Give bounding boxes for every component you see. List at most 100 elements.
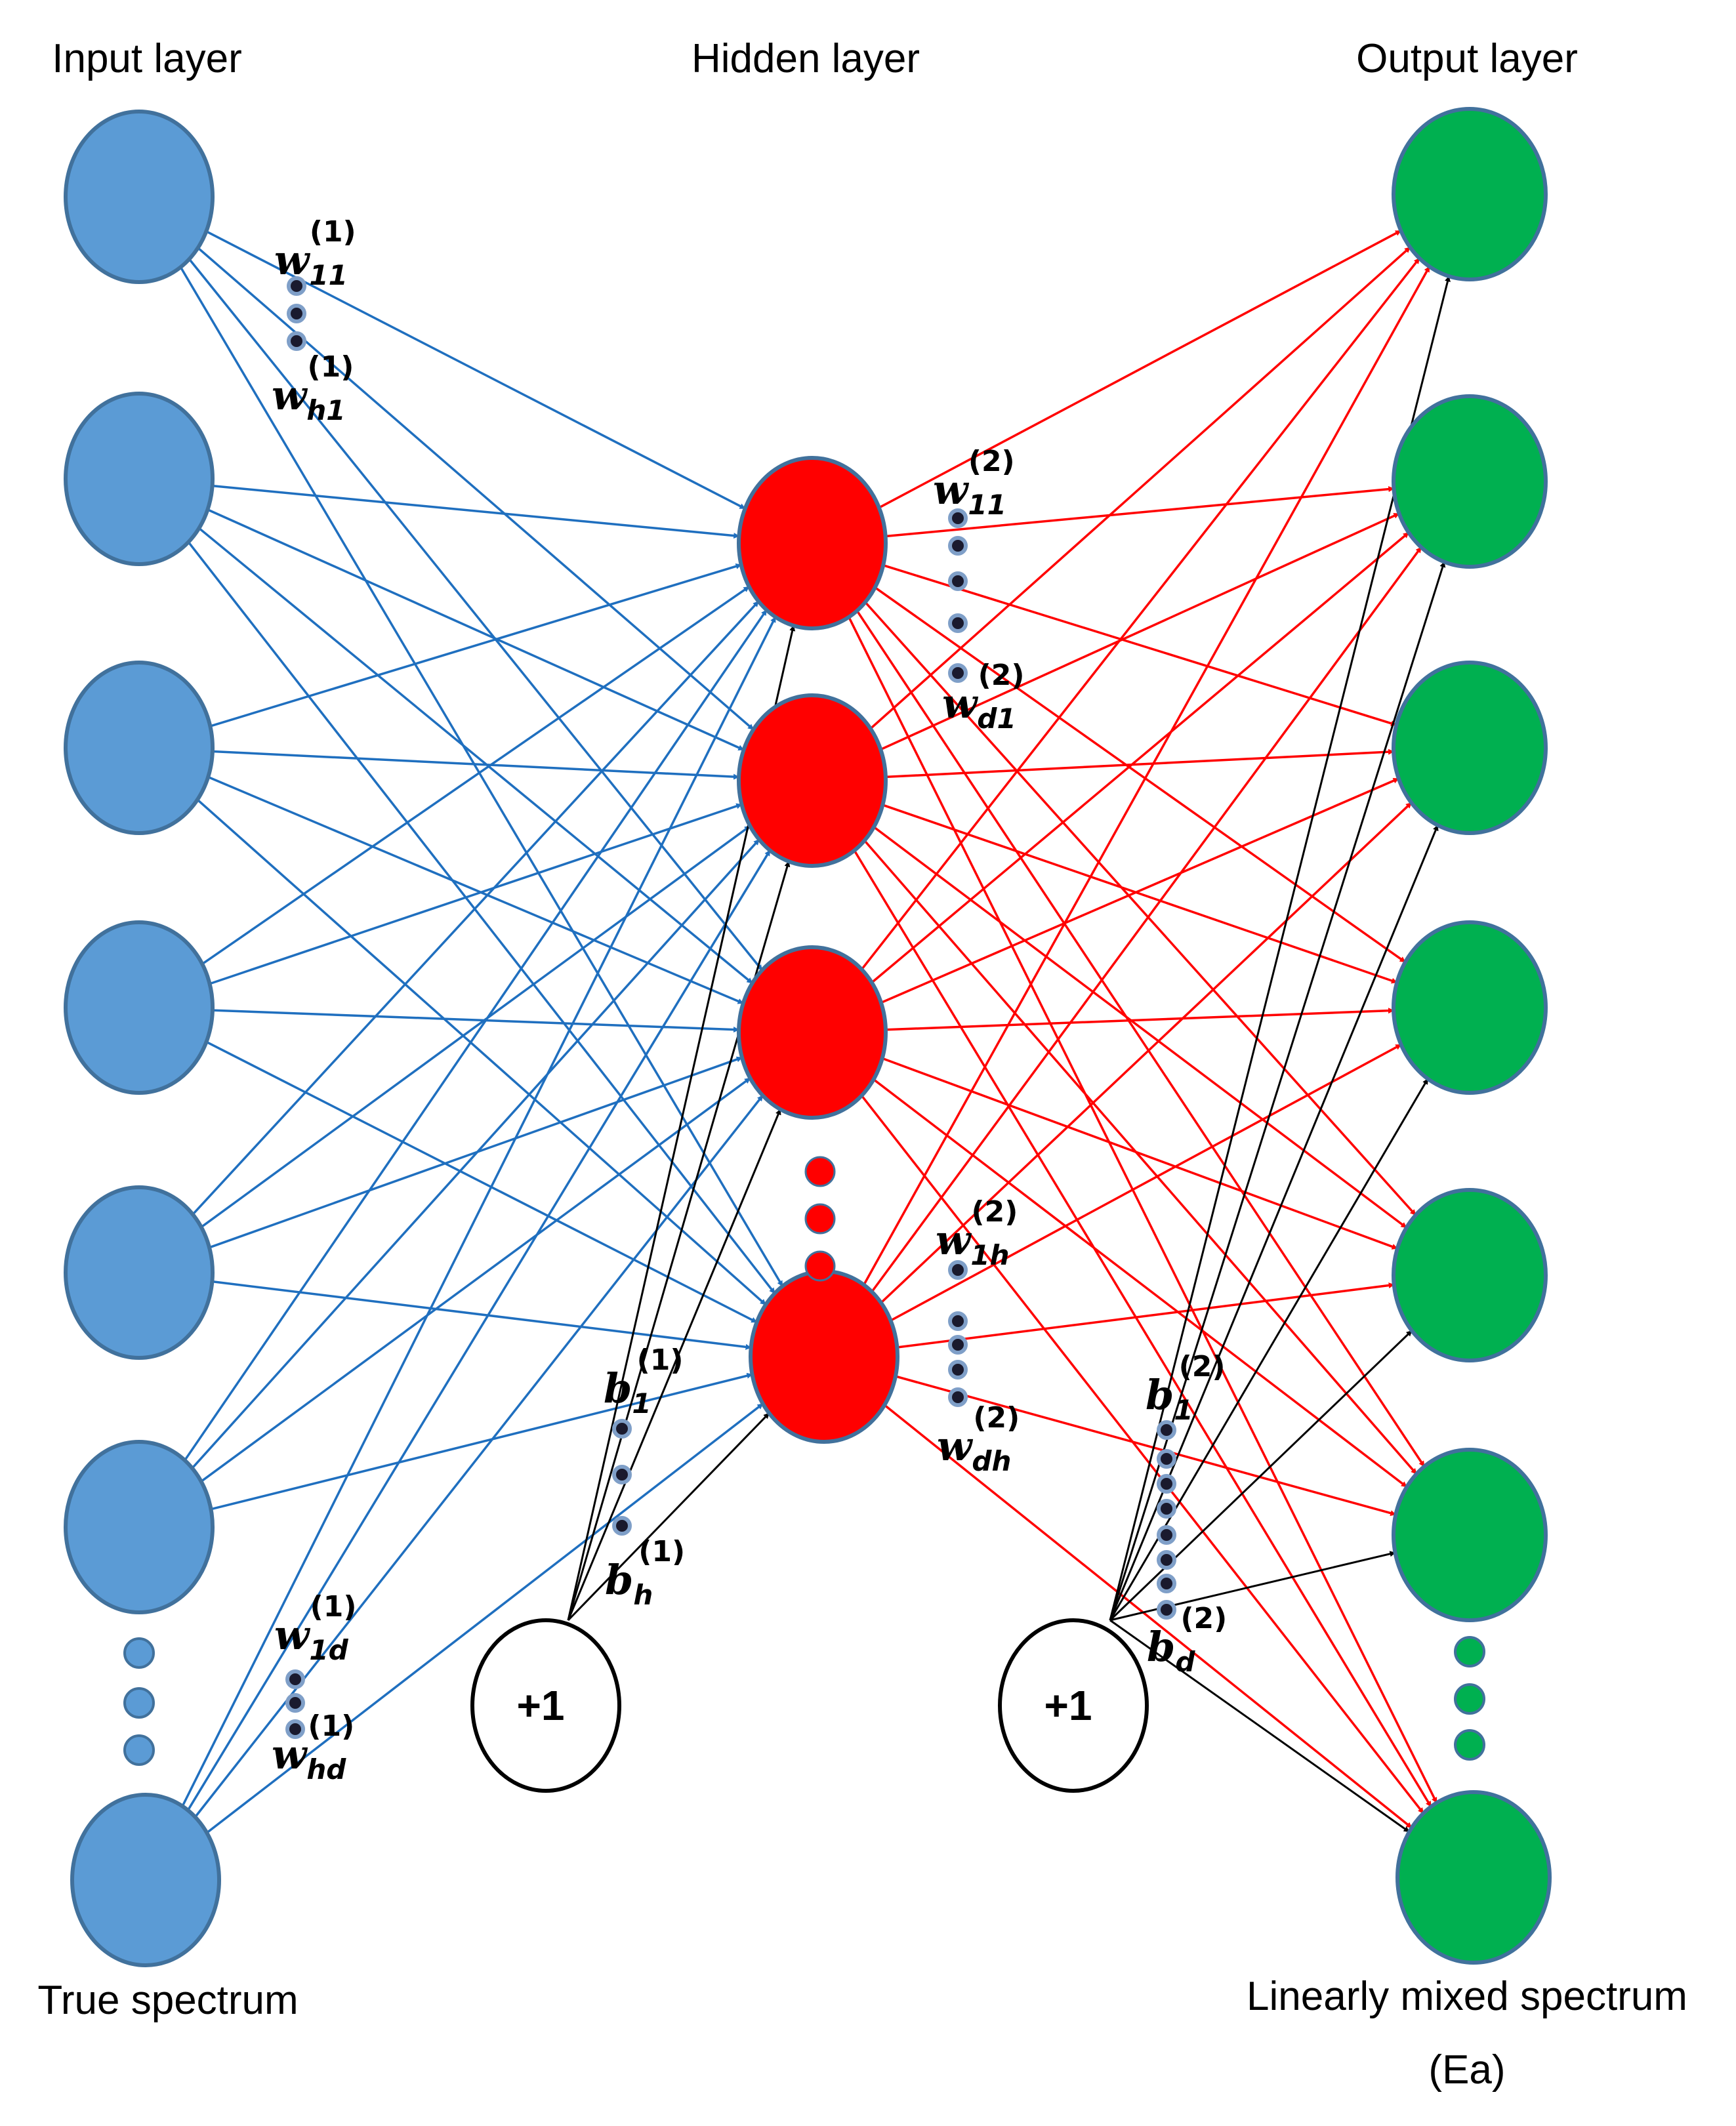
weight-dot-2-3: [948, 571, 968, 591]
weight-dot-3-3: [948, 1335, 968, 1355]
edge-bias2-output-3: [1109, 825, 1439, 1621]
edge-hidden-2-output-7: [853, 849, 1432, 1808]
input-node-3: [64, 661, 215, 835]
edge-hidden-2-output-5: [873, 826, 1407, 1229]
weight-dot-4-3: [285, 1719, 305, 1739]
output-node-7: [1395, 1790, 1552, 1965]
edge-hidden-3-output-7: [860, 1095, 1424, 1814]
edge-bias2-output-7: [1109, 1619, 1410, 1833]
output-node-2: [1392, 394, 1548, 569]
weight-dot-6-2: [1157, 1449, 1176, 1469]
weight-dot-2-5: [948, 663, 968, 683]
edge-hidden-4-output-5: [897, 1282, 1395, 1349]
bias-label-b1-2: b1(2): [1146, 1350, 1225, 1426]
input-node-2: [64, 392, 215, 566]
edge-hidden-1-output-2: [885, 486, 1395, 538]
edge-hidden-4-output-1: [863, 266, 1431, 1286]
weight-label-w1d-1: w1d(1): [274, 1590, 357, 1666]
weight-label-wd1-2: wd1(2): [942, 659, 1025, 735]
hidden-layer-nodes: [737, 456, 899, 1444]
edge-bias1-hidden-4: [567, 1412, 770, 1622]
edge-hidden-2-output-6: [863, 840, 1418, 1475]
edge-bias2-output-5: [1109, 1330, 1413, 1622]
edge-input-2-hidden-4: [187, 541, 776, 1294]
weight-dot-3-2: [948, 1311, 968, 1331]
edge-hidden-1-output-1: [878, 230, 1401, 509]
output-node-6: [1392, 1448, 1548, 1622]
edge-input-3-hidden-1: [209, 563, 742, 727]
input-caption: True spectrum: [37, 1978, 298, 2023]
weight-dot-4-2: [285, 1693, 305, 1713]
edge-input-6-hidden-2: [191, 838, 760, 1469]
edge-hidden-4-output-7: [884, 1404, 1413, 1829]
weight-dot-6-6: [1157, 1550, 1176, 1570]
edge-input-1-hidden-4: [179, 266, 784, 1287]
bias-label-b1-1: b1(1): [604, 1343, 683, 1420]
weight-dot-4-1: [285, 1669, 305, 1689]
edge-bias2-output-2: [1109, 561, 1446, 1621]
hidden-node-2: [737, 693, 888, 868]
weight-dot-5-2: [612, 1465, 632, 1484]
edge-input-2-hidden-2: [207, 508, 745, 751]
weight-dot-6-1: [1157, 1420, 1176, 1440]
input-layer-nodes: [64, 110, 221, 1967]
edge-input-3-hidden-3: [207, 775, 744, 1005]
weight-labels: w11(1) wh1(1) w1d(1) whd(1) w11(2) wd1(2…: [272, 215, 1227, 1786]
edge-input-5-hidden-1: [192, 600, 760, 1216]
input-layer-title: Input layer: [52, 36, 242, 81]
hidden-node-3: [737, 945, 888, 1120]
edge-input-4-hidden-2: [209, 803, 743, 985]
weight-indicator-dots: [285, 276, 1176, 1739]
edge-bias2-output-6: [1109, 1551, 1396, 1622]
hidden-to-output-edges: [848, 230, 1438, 1829]
weight-dot-6-5: [1157, 1525, 1176, 1545]
weight-dot-5-1: [612, 1419, 632, 1439]
edge-hidden-1-output-4: [874, 586, 1406, 964]
edge-hidden-3-output-2: [871, 531, 1410, 984]
weight-dot-6-8: [1157, 1600, 1176, 1620]
output-bias-node: +1: [998, 1618, 1149, 1793]
edge-hidden-1-output-5: [864, 601, 1417, 1216]
output-bias-label: +1: [1044, 1682, 1092, 1729]
weight-label-wdh-2: wdh(2): [937, 1401, 1020, 1477]
edge-hidden-2-output-1: [869, 246, 1411, 730]
weight-dot-6-4: [1157, 1499, 1176, 1519]
input-to-hidden-edges: [179, 230, 784, 1834]
edge-hidden-1-output-6: [856, 610, 1426, 1467]
edge-input-7-hidden-2: [186, 849, 772, 1811]
weight-dot-3-5: [948, 1387, 968, 1407]
edge-input-3-hidden-2: [212, 750, 739, 780]
edge-input-1-hidden-2: [197, 247, 754, 731]
hidden-node-1: [737, 456, 888, 630]
output-node-1: [1392, 107, 1548, 281]
input-node-5: [64, 1185, 215, 1360]
input-node-4: [64, 920, 215, 1095]
weight-label-w11-1: w11(1): [274, 215, 356, 291]
edge-input-4-hidden-3: [212, 1009, 739, 1033]
weight-dot-6-3: [1157, 1474, 1176, 1494]
edge-hidden-2-output-3: [885, 748, 1395, 779]
output-node-3: [1392, 661, 1548, 835]
edge-input-2-hidden-3: [198, 527, 753, 985]
output-caption-line2: (Ea): [1428, 2047, 1505, 2093]
input-node-7: [70, 1793, 221, 1967]
edge-bias2-output-1: [1109, 276, 1451, 1621]
edge-hidden-3-output-1: [861, 257, 1420, 970]
input-node-6: [64, 1440, 215, 1614]
edge-hidden-3-output-5: [882, 1057, 1398, 1250]
edge-hidden-2-output-2: [880, 512, 1400, 751]
hidden-bias-node: +1: [470, 1618, 621, 1793]
output-node-5: [1392, 1188, 1548, 1362]
edge-hidden-3-output-6: [873, 1078, 1408, 1488]
edge-hidden-3-output-4: [885, 1008, 1394, 1031]
edge-input-6-hidden-4: [211, 1372, 753, 1511]
edge-hidden-1-output-7: [848, 616, 1438, 1804]
weight-dot-2-1: [948, 508, 968, 528]
edge-hidden-4-output-6: [895, 1375, 1397, 1517]
hidden-node-4: [749, 1269, 899, 1444]
edge-bias1-hidden-3: [567, 1109, 781, 1621]
edge-input-5-hidden-4: [212, 1280, 752, 1350]
edge-input-6-hidden-1: [184, 609, 768, 1462]
output-caption-line1: Linearly mixed spectrum: [1247, 1974, 1687, 2019]
